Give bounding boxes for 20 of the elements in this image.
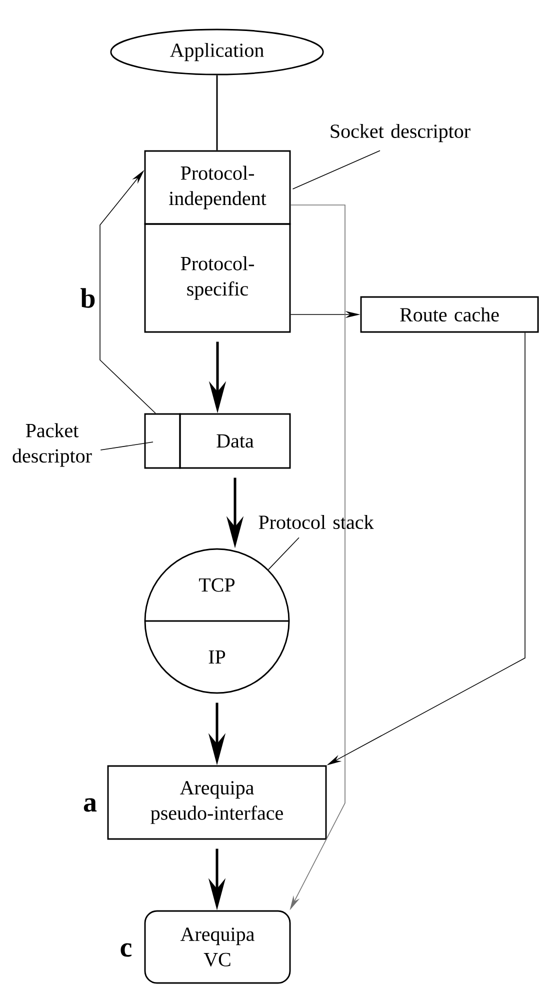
process-box: Protocol-independent [144, 150, 291, 225]
layer-label: TCP [199, 578, 235, 592]
callout-text: Socket descriptor [330, 124, 470, 142]
connector-line [216, 75, 218, 150]
process-box: Protocol-specific [144, 223, 291, 333]
descriptor-cell [144, 413, 181, 469]
stack-circle [144, 548, 290, 694]
process-box: Route cache [360, 296, 539, 333]
edge-label: b [78, 286, 98, 310]
callout-text: Packet descriptor [12, 423, 92, 467]
letter-label: a [84, 798, 97, 812]
leader-line [292, 150, 380, 190]
process-box: Arequipa VC [144, 910, 291, 984]
letter-label: c [120, 943, 132, 957]
process-box: Data [179, 413, 291, 469]
leader-line [268, 537, 300, 570]
process-box: Arequipa pseudo-interface [107, 765, 327, 840]
callout-text: Protocol stack [258, 514, 374, 530]
layer-label: IP [208, 650, 226, 664]
leader-line [100, 442, 154, 450]
